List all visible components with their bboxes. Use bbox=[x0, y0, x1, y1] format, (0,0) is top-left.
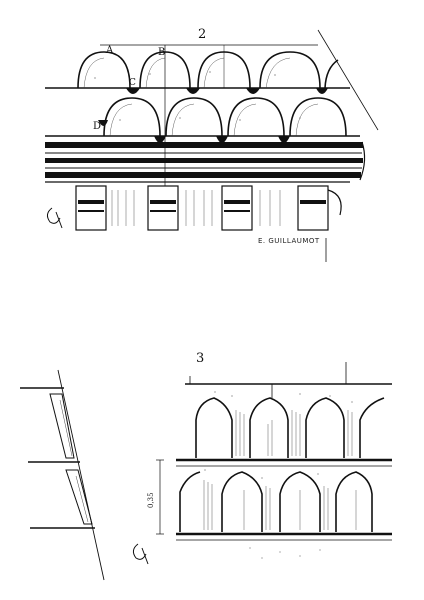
label-d: D bbox=[93, 121, 101, 132]
engraver-signature: E. GUILLAUMOT bbox=[258, 237, 320, 245]
cornice-mouldings bbox=[45, 141, 366, 183]
dimension-marker bbox=[156, 459, 164, 535]
monogram-mark-bottom bbox=[132, 543, 149, 565]
lower-arch-row bbox=[103, 97, 347, 137]
section-profile bbox=[20, 369, 105, 581]
dimension-label: 0,35 bbox=[147, 492, 155, 508]
label-a: A bbox=[105, 45, 114, 56]
figure-3-arcade: 3 bbox=[20, 351, 392, 581]
corbel-row bbox=[75, 185, 342, 231]
label-b: B bbox=[158, 47, 165, 58]
figure-2-cornice: 2 bbox=[45, 27, 379, 262]
monogram-mark-top bbox=[46, 207, 63, 229]
figure-2-number: 2 bbox=[198, 27, 206, 42]
label-c: C bbox=[129, 78, 136, 88]
figure-3-number: 3 bbox=[196, 351, 204, 366]
upper-pointed-arches bbox=[195, 397, 385, 458]
lower-pointed-arches bbox=[179, 471, 373, 532]
